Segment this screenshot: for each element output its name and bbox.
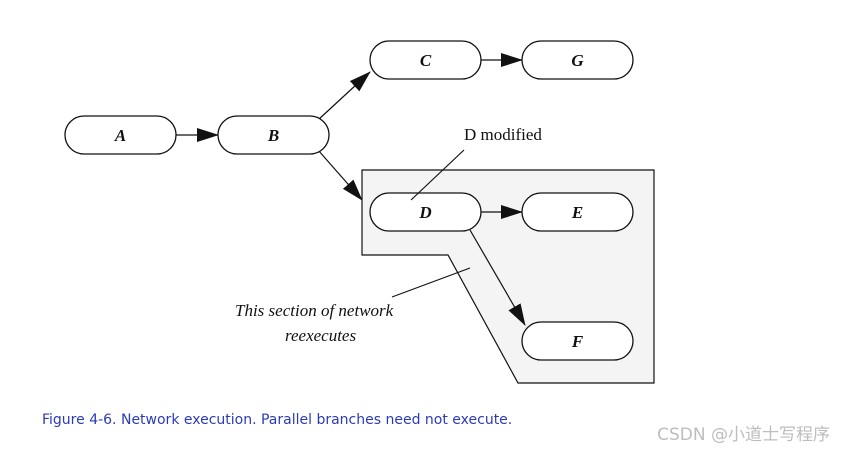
d-modified-callout-line xyxy=(410,149,465,201)
edge-b-to-d xyxy=(317,149,363,201)
node-b-label: B xyxy=(267,126,279,145)
node-g-box xyxy=(521,40,634,80)
node-c-box xyxy=(369,40,482,80)
watermark: CSDN @小道士写程序 xyxy=(657,425,830,445)
section-label-line1: This section of network xyxy=(235,301,394,320)
edges xyxy=(176,53,526,326)
edge-d-to-f xyxy=(469,229,526,326)
node-b: B xyxy=(217,115,330,155)
node-g: G xyxy=(521,40,634,80)
node-a: A xyxy=(64,115,177,155)
figure-caption: Figure 4-6. Network execution. Parallel … xyxy=(42,412,512,428)
nodes: A B C G D E F xyxy=(64,40,634,361)
node-f: F xyxy=(521,321,634,361)
node-g-label: G xyxy=(571,51,584,70)
edge-b-to-c xyxy=(317,71,371,121)
section-callout-line xyxy=(391,267,471,298)
node-c: C xyxy=(369,40,482,80)
section-label-line2: reexecutes xyxy=(285,326,356,345)
figure-caption-text: Network execution. Parallel branches nee… xyxy=(116,412,513,428)
node-b-box xyxy=(217,115,330,155)
node-a-label: A xyxy=(114,126,126,145)
figure-number: Figure 4-6. xyxy=(42,412,117,428)
node-c-label: C xyxy=(420,51,432,70)
node-f-box xyxy=(521,321,634,361)
node-d-label: D xyxy=(418,203,431,222)
node-a-box xyxy=(64,115,177,155)
d-modified-label: D modified xyxy=(464,125,542,144)
node-e: E xyxy=(521,192,634,232)
node-d-box xyxy=(369,192,482,232)
node-e-label: E xyxy=(571,203,583,222)
node-f-label: F xyxy=(571,332,584,351)
node-d: D xyxy=(369,192,482,232)
node-e-box xyxy=(521,192,634,232)
